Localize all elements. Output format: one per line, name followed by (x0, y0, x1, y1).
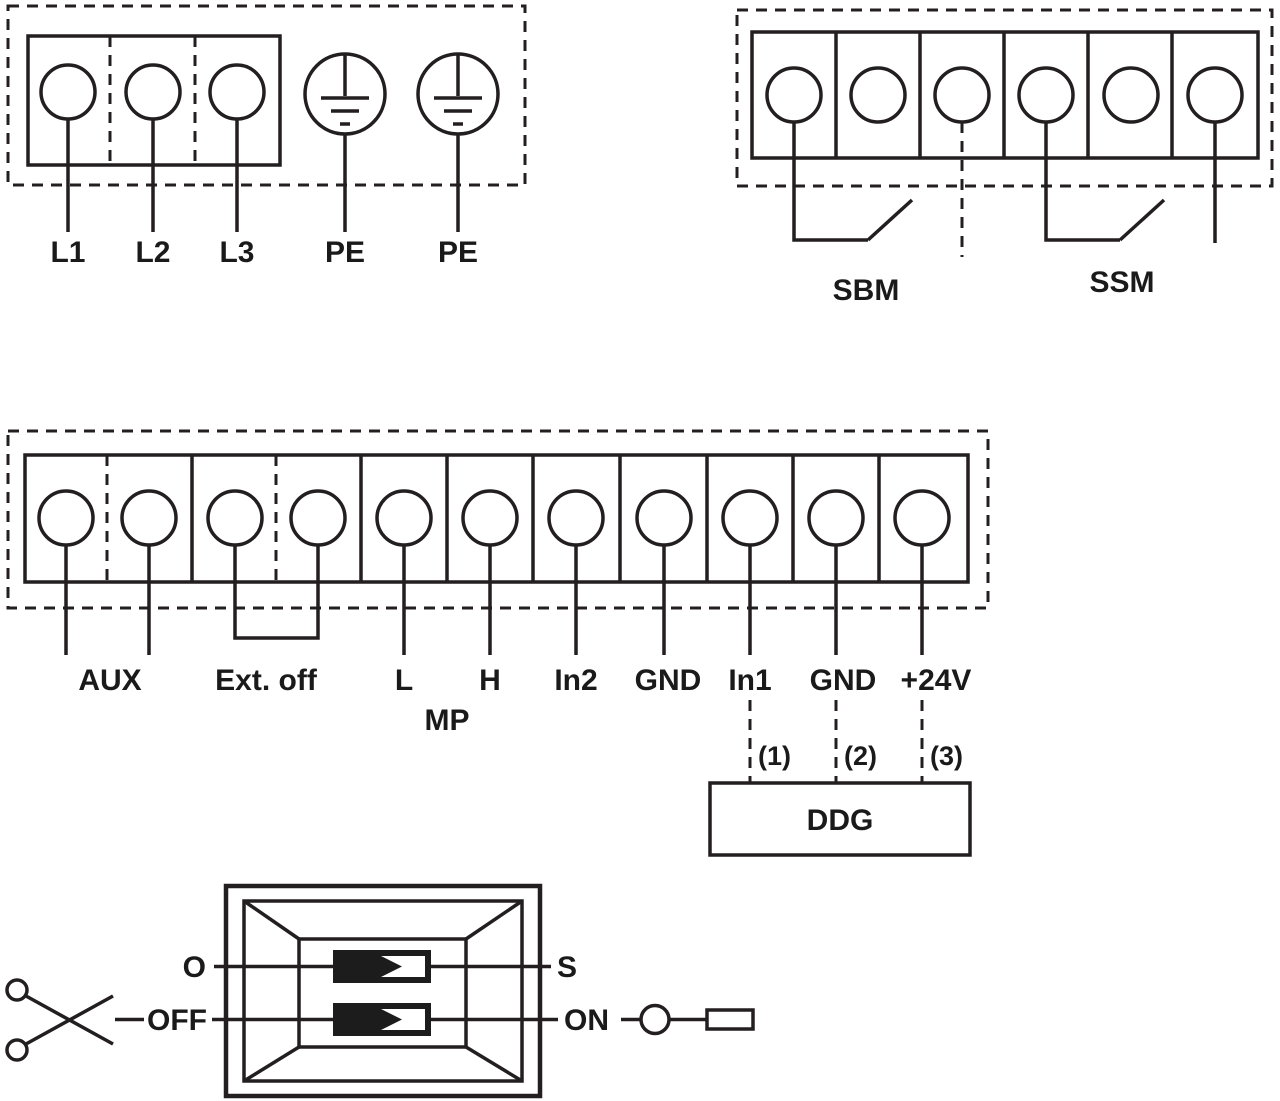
scissors-icon (5, 978, 144, 1062)
scissors-handle-bottom (5, 1038, 29, 1062)
label-l-sensor: L (395, 664, 413, 697)
dip-bevel-tr (465, 899, 523, 941)
terminal-in1 (721, 489, 779, 547)
dip-switch-2-slider[interactable] (381, 1009, 425, 1030)
label-gnd-b: GND (810, 664, 877, 697)
label-24v: +24V (901, 664, 972, 697)
terminal-in2 (547, 489, 605, 547)
terminal-l2 (124, 63, 182, 121)
label-ssm: SSM (1089, 266, 1154, 299)
terminal-mid (933, 66, 991, 124)
dip-bevel-bl (243, 1045, 300, 1083)
terminal-extoff-2 (289, 489, 347, 547)
terminal-gnd-b (807, 489, 865, 547)
dip-switch-module: O OFF S ON (5, 883, 755, 1099)
signal-relay-block: SBM SSM (735, 8, 1274, 307)
dip-switch-1-slider[interactable] (381, 956, 425, 977)
label-l2: L2 (135, 236, 170, 269)
ssm-rail (1044, 122, 1120, 242)
label-ddg: DDG (807, 804, 874, 837)
scissors-handle-top (5, 978, 29, 1002)
dip-switch-2[interactable] (333, 1003, 431, 1036)
label-pin3: (3) (930, 741, 963, 771)
terminal-aux-2 (120, 489, 178, 547)
control-block-dashed-border (6, 429, 990, 610)
terminal-l1 (39, 63, 97, 121)
terminal-l (375, 489, 433, 547)
dip-bevel-tl (243, 899, 300, 941)
label-in2: In2 (554, 664, 597, 697)
ssm-blade (1118, 198, 1166, 242)
terminal-extoff-1 (206, 489, 264, 547)
sbm-contact-symbol (792, 122, 914, 242)
terminal-ssm-3 (1186, 66, 1244, 124)
label-in1: In1 (728, 664, 771, 697)
terminal-sbm-2 (849, 66, 907, 124)
scissors-blade-2 (25, 994, 114, 1046)
terminal-l3 (208, 63, 266, 121)
label-pin2: (2) (844, 741, 877, 771)
label-gnd-a: GND (635, 664, 702, 697)
dip-switch-2-arrow-icon (381, 1009, 402, 1030)
label-off: OFF (147, 1004, 207, 1037)
label-o: O (183, 951, 206, 984)
dip-switch-1[interactable] (333, 950, 431, 983)
terminal-sbm-1 (765, 66, 823, 124)
label-ext-off: Ext. off (215, 664, 318, 697)
ddg-sensor: (1) (2) (3) DDG (708, 700, 972, 857)
pe-earth-icon (303, 52, 387, 232)
control-block-frame (23, 453, 970, 584)
label-pin1: (1) (758, 741, 791, 771)
sbm-rail (792, 122, 868, 242)
label-on: ON (564, 1004, 609, 1037)
power-block-dashed-border (6, 4, 527, 187)
relay-block-dashed-border (735, 8, 1274, 188)
label-s: S (557, 951, 577, 984)
label-aux: AUX (78, 664, 141, 697)
label-sbm: SBM (833, 274, 900, 307)
ddg-box (708, 781, 972, 857)
terminal-ssm-1 (1017, 66, 1075, 124)
label-pe-2: PE (438, 236, 478, 269)
control-terminal-block: AUX Ext. off L H In2 GND In1 GND +24V MP (6, 429, 990, 737)
terminal-ssm-2 (1102, 66, 1160, 124)
label-mp: MP (425, 704, 470, 737)
label-h-sensor: H (479, 664, 501, 697)
dip-switch-1-arrow-icon (381, 956, 402, 977)
key-head (705, 1008, 755, 1031)
label-pe-1: PE (325, 236, 365, 269)
extoff-jumper (233, 545, 320, 640)
dip-bevel-br (465, 1045, 523, 1083)
key-ring (639, 1003, 671, 1036)
terminal-h (461, 489, 519, 547)
label-l1: L1 (50, 236, 85, 269)
label-l3: L3 (219, 236, 254, 269)
ssm-contact-symbol (1044, 122, 1166, 242)
dip-plate (297, 937, 468, 1049)
sbm-blade (866, 198, 914, 242)
terminal-aux-1 (37, 489, 95, 547)
dip-inner-frame (242, 899, 524, 1083)
dip-outer-frame (223, 883, 543, 1099)
terminal-gnd-a (635, 489, 693, 547)
pe-earth-icon (416, 52, 500, 232)
terminal-24v (893, 489, 951, 547)
power-terminal-block: L1 L2 L3 PE PE (6, 4, 527, 269)
key-icon (621, 1003, 755, 1036)
